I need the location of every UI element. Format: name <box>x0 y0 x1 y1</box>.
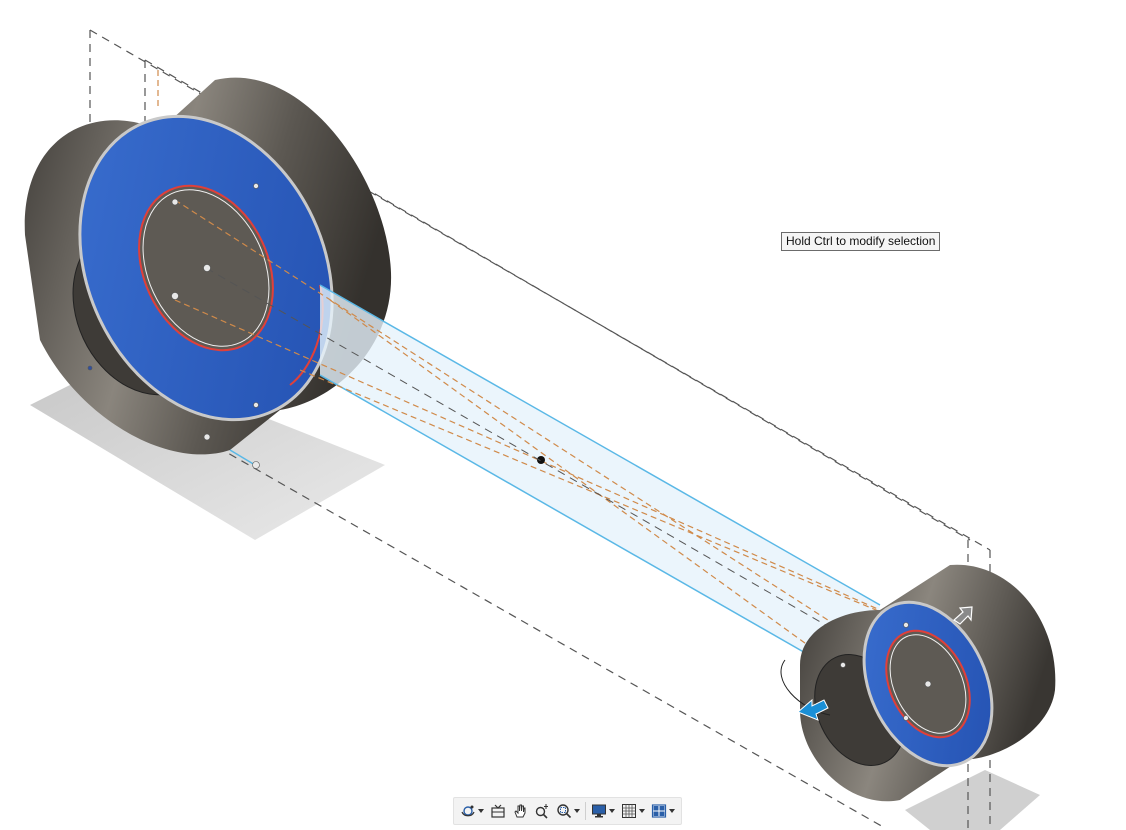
orbit-dropdown-caret[interactable] <box>478 809 484 813</box>
display-settings-dropdown-caret[interactable] <box>609 809 615 813</box>
grid-dropdown-caret[interactable] <box>639 809 645 813</box>
grid-icon <box>621 803 637 819</box>
look-at-button[interactable] <box>487 799 509 823</box>
pan-button[interactable] <box>509 799 531 823</box>
zoom-button[interactable] <box>531 799 553 823</box>
fit-dropdown-caret[interactable] <box>574 809 580 813</box>
viewports-dropdown-caret[interactable] <box>669 809 675 813</box>
display-settings-icon <box>591 803 607 819</box>
toolbar-divider <box>585 802 586 820</box>
direction-arrow-handle[interactable] <box>953 606 973 625</box>
fit-button[interactable] <box>553 799 583 823</box>
zoom-icon <box>534 803 550 819</box>
sketch-points[interactable] <box>87 183 932 721</box>
grid-button[interactable] <box>618 799 648 823</box>
path-midpoint[interactable] <box>537 456 545 464</box>
selection-tooltip: Hold Ctrl to modify selection <box>781 232 941 251</box>
orbit-button[interactable] <box>457 799 487 823</box>
pan-icon <box>512 803 528 819</box>
viewports-icon <box>651 803 667 819</box>
drag-arrow-handle[interactable] <box>797 698 829 721</box>
fit-icon <box>556 803 572 819</box>
viewports-button[interactable] <box>648 799 678 823</box>
display-settings-button[interactable] <box>588 799 618 823</box>
orbit-icon <box>460 803 476 819</box>
look-at-icon <box>490 803 506 819</box>
navigation-toolbar <box>453 797 682 825</box>
ground-shadow-right <box>905 770 1040 830</box>
